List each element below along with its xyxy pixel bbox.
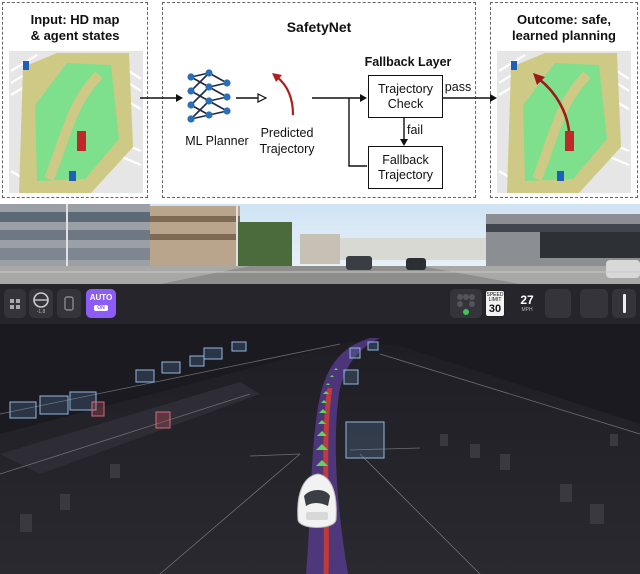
- trajectory-check-box: Trajectory Check: [368, 75, 443, 118]
- ego-vehicle: [297, 473, 337, 528]
- fail-label: fail: [407, 123, 423, 137]
- pass-label: pass: [444, 80, 472, 94]
- grid-tile[interactable]: [4, 289, 26, 318]
- speed-limit-text: SPEED LIMIT: [486, 292, 504, 303]
- input-title-line1: Input: HD map: [30, 12, 120, 27]
- speed-limit-sign: SPEED LIMIT 30: [485, 290, 505, 317]
- scene-3d: [0, 324, 640, 574]
- ml-planner-label: ML Planner: [185, 134, 249, 148]
- input-panel: Input: HD map & agent states: [2, 2, 148, 198]
- neural-network-icon: [187, 69, 231, 123]
- outcome-title-line1: Outcome: safe,: [517, 12, 611, 27]
- fallback-layer-title: Fallback Layer: [364, 55, 452, 69]
- divider-tile[interactable]: [612, 289, 636, 318]
- outcome-panel: Outcome: safe, learned planning: [490, 2, 638, 198]
- grid-icon: [10, 299, 20, 309]
- fallback-trajectory-box: Fallback Trajectory: [368, 146, 443, 189]
- empty-tile-2[interactable]: [580, 289, 608, 318]
- steering-wheel-icon: [33, 292, 49, 308]
- predicted-trajectory-icon: [272, 73, 295, 116]
- fallback-line2: Trajectory: [377, 167, 434, 182]
- predicted-line1: Predicted: [260, 126, 314, 140]
- safetynet-title: SafetyNet: [286, 19, 352, 35]
- vertical-bar-icon: [623, 294, 626, 313]
- check-line2: Check: [387, 96, 424, 111]
- camera-strip: [0, 204, 640, 284]
- current-speed: 27 MPH: [512, 290, 542, 318]
- predicted-line2: Trajectory: [259, 142, 315, 156]
- traffic-light-tile[interactable]: [450, 289, 482, 318]
- dial-value: -1.8: [36, 309, 46, 315]
- auto-label: AUTO: [89, 293, 113, 302]
- empty-tile-1[interactable]: [545, 289, 571, 318]
- outcome-title-line2: learned planning: [511, 28, 616, 43]
- auto-mode-indicator: ON: [94, 305, 108, 311]
- safetynet-panel: SafetyNet ML Planner Predicted Trajector…: [162, 2, 476, 198]
- tire-icon: [64, 296, 74, 311]
- camera-views: [0, 204, 640, 284]
- current-speed-value: 27: [520, 293, 534, 307]
- input-hd-map: [9, 51, 143, 193]
- steering-tile[interactable]: -1.8: [29, 289, 53, 318]
- av-visualization: -1.8 AUTO ON SPEED LIMIT 30 27 MPH: [0, 284, 640, 574]
- outcome-hd-map: [497, 51, 631, 193]
- check-line1: Trajectory: [377, 81, 434, 96]
- auto-mode-button[interactable]: AUTO ON: [86, 289, 116, 318]
- tire-tile[interactable]: [57, 289, 81, 318]
- input-title-line2: & agent states: [30, 28, 120, 43]
- hud-topbar: -1.8 AUTO ON SPEED LIMIT 30 27 MPH: [0, 284, 640, 324]
- speed-limit-value: 30: [488, 303, 502, 315]
- traffic-light-icon: [457, 294, 475, 315]
- fallback-line1: Fallback: [382, 152, 429, 167]
- speed-unit: MPH: [521, 307, 533, 313]
